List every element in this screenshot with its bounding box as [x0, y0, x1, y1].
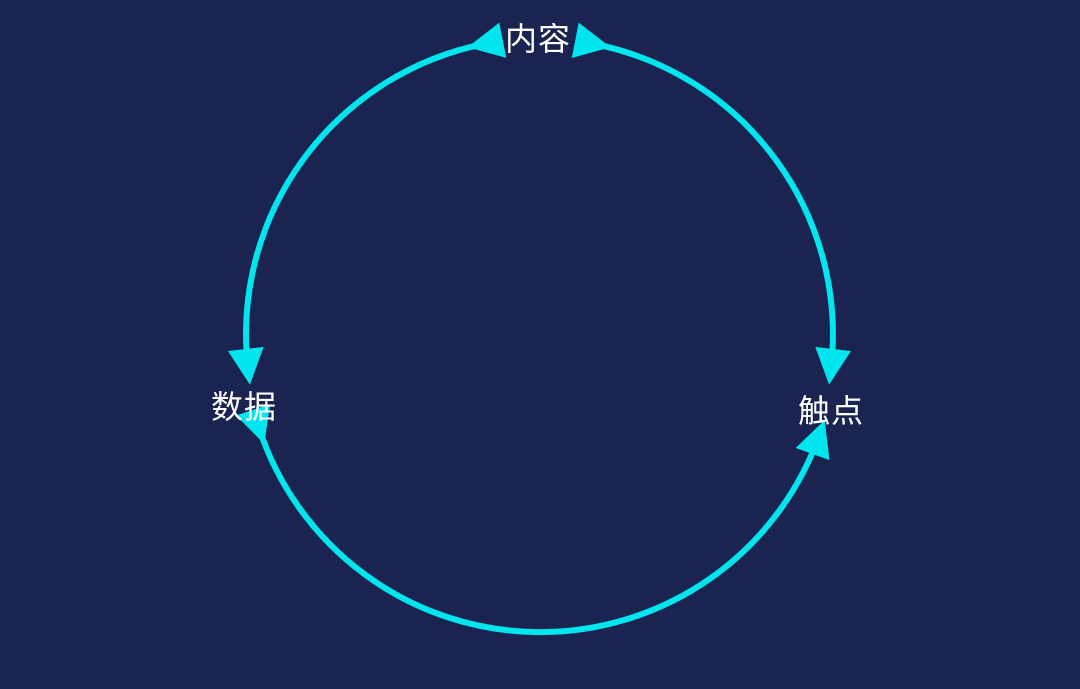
arrow-data-touchpoint: [235, 404, 830, 636]
node-touchpoint-label: 触点: [797, 392, 865, 430]
arrow-content-data: [227, 22, 507, 385]
node-data-label: 数据: [210, 388, 278, 426]
arrow-content-touchpoint: [571, 22, 852, 385]
node-content-label: 内容: [504, 20, 572, 58]
